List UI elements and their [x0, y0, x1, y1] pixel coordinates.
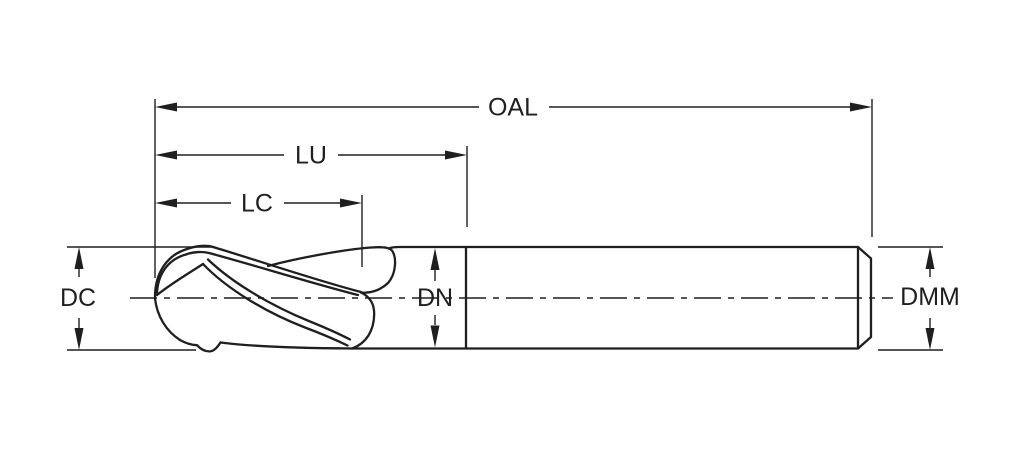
ball-outer-arc [153, 244, 215, 299]
dn-label: DN [417, 284, 453, 312]
dimension-dn: DN [417, 248, 453, 348]
lu-label: LU [295, 142, 327, 170]
ball-lower-arc [153, 297, 199, 347]
flute-end-curve [350, 291, 376, 350]
lc-arrow-right [340, 198, 362, 208]
dimension-dc: DC [60, 246, 211, 351]
dimension-oal: OAL [154, 94, 873, 278]
dn-arrow-down [430, 325, 440, 348]
dimension-lc: LC [155, 190, 363, 267]
upper-helix-edge-bottom [207, 251, 360, 297]
lower-helix-edge-top [201, 262, 349, 347]
dc-arrow-down [74, 328, 84, 350]
heel-notch [195, 341, 222, 353]
flute-runout-petal [266, 246, 397, 294]
dmm-arrow-down [925, 328, 935, 350]
bottom-silhouette [219, 341, 468, 350]
oal-arrow-right [850, 102, 872, 112]
dimension-dmm: DMM [878, 246, 960, 351]
dimension-lu: LU [155, 142, 468, 227]
dmm-arrow-up [925, 247, 935, 269]
lower-helix-edge-bottom [206, 258, 352, 341]
oal-arrow-left [155, 102, 177, 112]
dc-arrow-up [74, 247, 84, 269]
dn-arrow-up [430, 248, 440, 270]
ball-inner-arc [155, 250, 211, 295]
lu-arrow-left [155, 150, 177, 160]
lu-arrow-right [445, 150, 467, 160]
dc-label: DC [60, 284, 96, 312]
neck-top-line [388, 245, 468, 250]
lc-arrow-left [155, 198, 177, 208]
lc-label: LC [241, 190, 273, 218]
dmm-label: DMM [900, 283, 960, 311]
shank-outline [464, 245, 873, 350]
upper-helix-edge-top [211, 245, 363, 294]
cutter-head-outline [153, 244, 468, 353]
oal-label: OAL [488, 94, 538, 122]
tip-gash-line [155, 262, 205, 297]
